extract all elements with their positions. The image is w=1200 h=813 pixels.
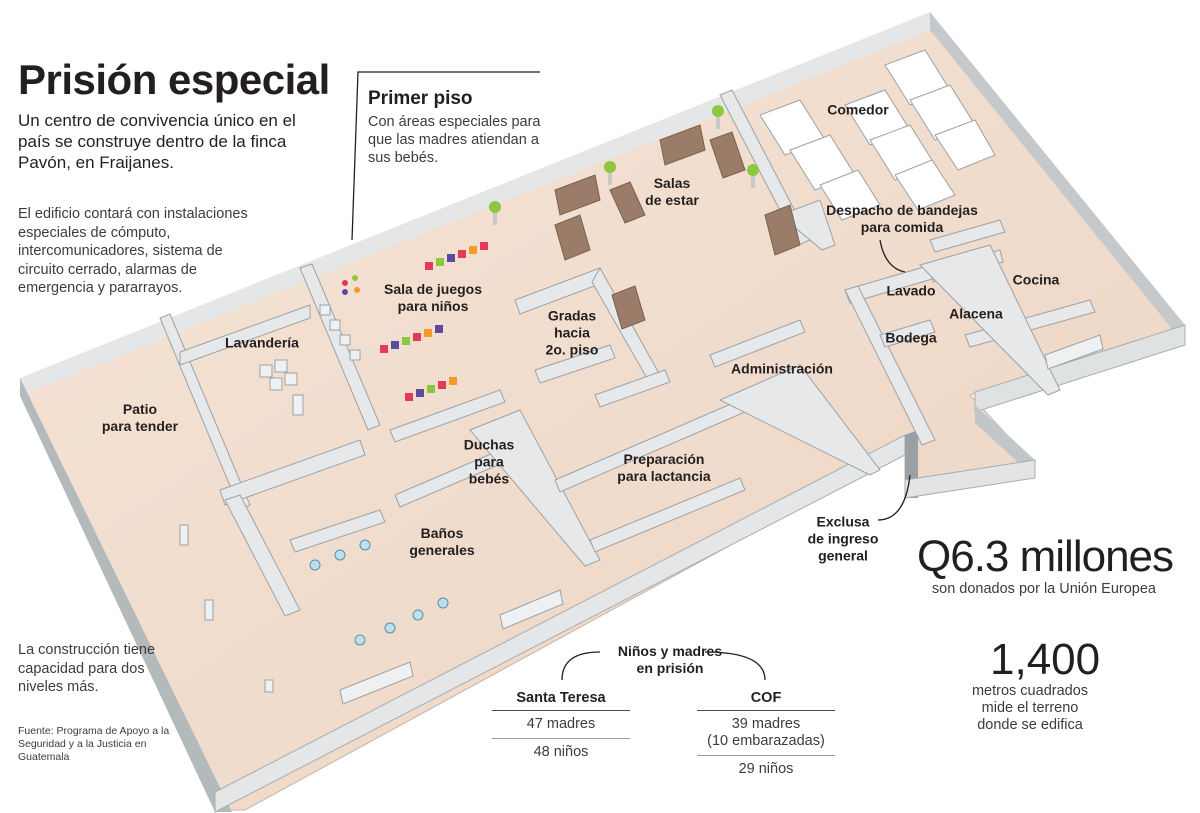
funding-amount: Q6.3 millones [917,532,1174,581]
room-bodega: Bodega [885,329,937,346]
stats-santa-teresa: Santa Teresa 47 madres 48 niños [492,690,630,766]
room-duchas: Duchas para bebés [463,436,515,487]
interior-walls [159,89,1096,617]
floor-title: Primer piso [368,88,473,109]
cof-ninos: 29 niños [697,755,835,783]
room-juegos: Sala de juegos para niños [383,281,483,314]
sofas [554,124,801,330]
room-banos: Baños generales [409,525,475,558]
cof-madres: 39 madres (10 embarazadas) [707,716,825,749]
play-mats [342,242,488,401]
room-cocina: Cocina [1012,271,1060,288]
room-alacena: Alacena [949,305,1003,322]
capacity-note: La construcción tiene capacidad para dos… [18,642,156,695]
floor-description: Con áreas especiales para que las madres… [368,114,541,166]
room-exclusa: Exclusa de ingreso general [807,513,879,564]
room-patio: Patio para tender [101,401,179,434]
laundry-machines [179,304,361,693]
page-title: Prisión especial [18,56,330,103]
dining-tables [759,49,996,221]
cof-name: COF [697,690,835,711]
benches [339,334,1104,705]
source-note: Fuente: Programa de Apoyo a la Seguridad… [18,725,170,763]
toilets [309,539,449,646]
room-despacho: Despacho de bandejas para comida [826,202,978,235]
room-salas: Salas de estar [645,175,699,208]
stats-title: Niños y madres en prisión [617,643,723,676]
area-text: metros cuadrados mide el terreno donde s… [971,683,1089,733]
funding-text: son donados por la Unión Europea [931,581,1156,597]
room-lavado: Lavado [886,282,936,299]
description-text: El edificio contará con instalaciones es… [18,206,248,296]
room-comedor: Comedor [827,101,889,118]
room-lactancia: Preparación para lactancia [617,451,711,484]
santa-teresa-name: Santa Teresa [492,690,630,711]
intro-text: Un centro de convivencia único en el paí… [18,111,296,172]
stats-cof: COF 39 madres (10 embarazadas) 29 niños [697,690,835,783]
area-value: 1,400 [990,635,1101,684]
room-lavanderia: Lavandería [225,334,299,351]
outer-walls [20,12,1186,813]
room-gradas: Gradas hacia 2o. piso [545,307,599,358]
santa-teresa-madres: 47 madres [526,716,596,732]
plants [489,105,759,225]
leader-lines [351,71,911,681]
room-administracion: Administración [731,360,833,377]
santa-teresa-ninos: 48 niños [492,738,630,766]
